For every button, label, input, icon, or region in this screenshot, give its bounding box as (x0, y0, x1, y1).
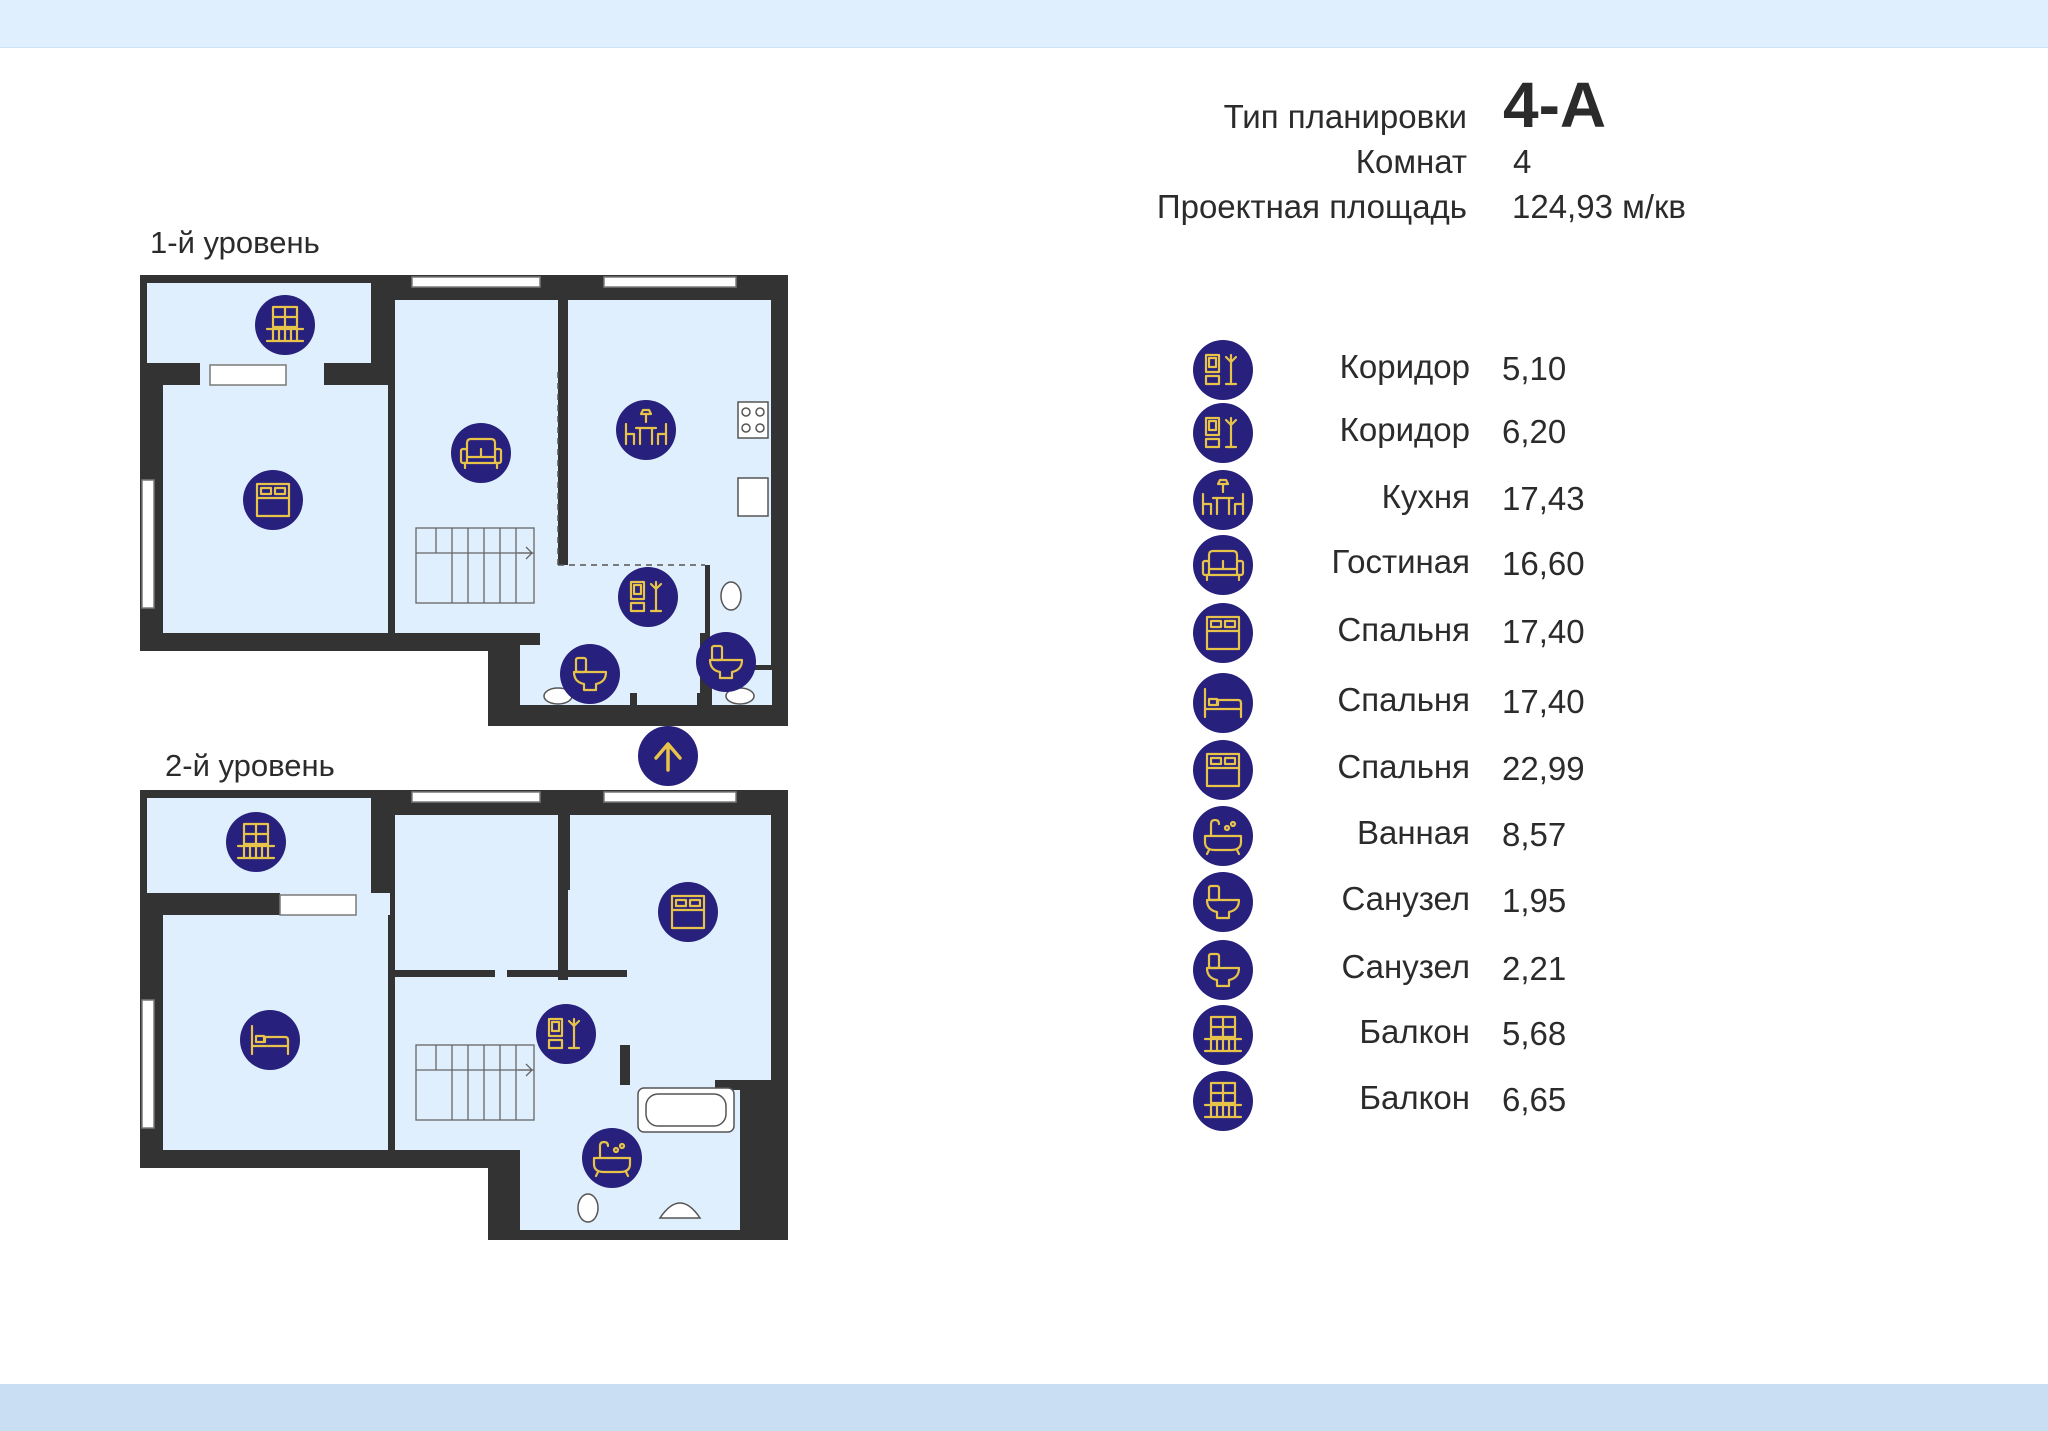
toilet-icon (696, 632, 756, 692)
bathtub-icon (1193, 806, 1253, 866)
legend-room-name: Кухня (1381, 478, 1470, 515)
legend-row: Балкон 6,65 (1190, 1071, 1710, 1131)
balcony-icon (226, 812, 286, 872)
level1-label: 1-й уровень (150, 225, 320, 260)
sofa-icon (1193, 535, 1253, 595)
legend-room-area: 5,10 (1502, 350, 1567, 387)
legend-room-name: Санузел (1341, 880, 1470, 917)
legend-room-name: Балкон (1359, 1013, 1470, 1050)
legend-row: Коридор 6,20 (1190, 403, 1710, 463)
area-label: Проектная площадь (1156, 188, 1467, 225)
legend-row: Спальня 22,99 (1190, 740, 1710, 800)
toilet-icon (560, 644, 620, 704)
hallway-icon (618, 567, 678, 627)
toilet-icon (1193, 872, 1253, 932)
legend-room-name: Спальня (1337, 681, 1470, 718)
legend-row: Кухня 17,43 (1190, 470, 1710, 530)
legend-room-area: 17,40 (1502, 683, 1585, 720)
legend-room-area: 22,99 (1502, 750, 1585, 787)
balcony-icon (1193, 1071, 1253, 1131)
plan-type-label: Тип планировки (1223, 98, 1467, 135)
plan-type-value: 4-А (1503, 69, 1607, 141)
top-band (0, 0, 2048, 48)
legend-room-name: Спальня (1337, 748, 1470, 785)
rooms-label: Комнат (1355, 143, 1467, 180)
legend-row: Балкон 5,68 (1190, 1005, 1710, 1065)
floor-plan-level-2 (140, 790, 788, 1240)
legend-room-name: Гостиная (1331, 543, 1470, 580)
legend-room-area: 6,20 (1502, 413, 1567, 450)
legend-row: Спальня 17,40 (1190, 673, 1710, 733)
bed-icon (243, 470, 303, 530)
legend-room-name: Спальня (1337, 611, 1470, 648)
legend-room-area: 17,40 (1502, 613, 1585, 650)
rooms-value: 4 (1513, 143, 1532, 180)
bottom-band (0, 1384, 2048, 1431)
legend-room-area: 2,21 (1502, 950, 1567, 987)
legend-room-area: 5,68 (1502, 1015, 1567, 1052)
legend-room-area: 6,65 (1502, 1081, 1567, 1118)
legend-room-name: Балкон (1359, 1079, 1470, 1116)
legend-room-area: 8,57 (1502, 816, 1567, 853)
bathtub-icon (582, 1128, 642, 1188)
level2-label: 2-й уровень (165, 748, 335, 783)
toilet-icon (1193, 940, 1253, 1000)
dining-table-icon (1193, 470, 1253, 530)
balcony-icon (255, 295, 315, 355)
legend-room-name: Санузел (1341, 948, 1470, 985)
legend-row: Санузел 1,95 (1190, 872, 1710, 932)
legend-row: Спальня 17,40 (1190, 603, 1710, 663)
area-value: 124,93 м/кв (1512, 188, 1686, 225)
legend-row: Коридор 5,10 (1190, 340, 1710, 400)
bed-icon (1193, 740, 1253, 800)
legend-room-name: Коридор (1339, 411, 1470, 448)
hallway-icon (1193, 403, 1253, 463)
hallway-icon (1193, 340, 1253, 400)
legend-room-name: Коридор (1339, 348, 1470, 385)
legend-room-name: Ванная (1356, 814, 1470, 851)
bed-icon (1193, 603, 1253, 663)
dining-table-icon (616, 400, 676, 460)
legend-row: Гостиная 16,60 (1190, 535, 1710, 595)
single-bed-icon (240, 1010, 300, 1070)
balcony-icon (1193, 1005, 1253, 1065)
legend-room-area: 17,43 (1502, 480, 1585, 517)
legend-room-area: 1,95 (1502, 882, 1567, 919)
legend-row: Санузел 2,21 (1190, 940, 1710, 1000)
arrow-up-icon (638, 726, 698, 786)
bed-icon (658, 882, 718, 942)
floor-plan-level-1 (140, 275, 788, 726)
legend-room-area: 16,60 (1502, 545, 1585, 582)
legend-row: Ванная 8,57 (1190, 806, 1710, 866)
single-bed-icon (1193, 673, 1253, 733)
sofa-icon (451, 423, 511, 483)
hallway-icon (536, 1004, 596, 1064)
